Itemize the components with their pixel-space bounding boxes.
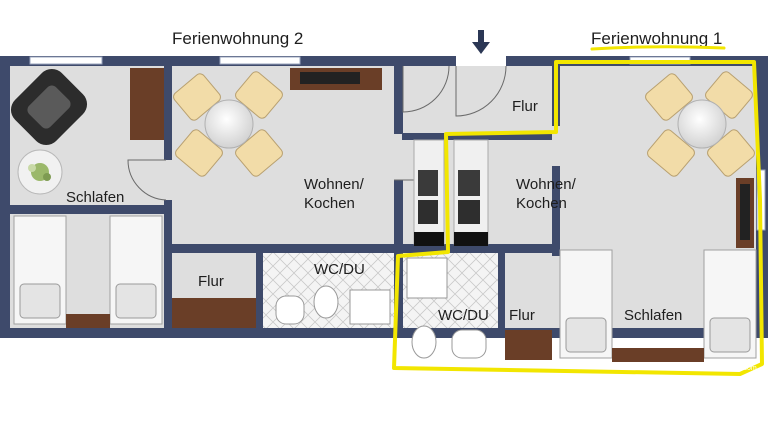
room-label-kochen-left: Kochen: [304, 195, 355, 212]
room-label-wcdu-right: WC/DU: [438, 307, 489, 324]
flur-right-floor: [505, 330, 552, 360]
room-label-flur-top: Flur: [512, 98, 538, 115]
nightstand-left: [66, 314, 110, 328]
room-label-flur-left: Flur: [198, 273, 224, 290]
title-ferienwohnung-1: Ferienwohnung 1: [591, 29, 722, 48]
bed-right-2: [703, 249, 757, 359]
room-label-wcdu-left: WC/DU: [314, 261, 365, 278]
bathroom-left-fixtures: [275, 285, 391, 325]
entrance-arrow-icon: [472, 30, 490, 54]
kitchen-right: [453, 139, 489, 246]
plant-icon: [17, 149, 63, 195]
room-label-kochen-right: Kochen: [516, 195, 567, 212]
bed-right-1: [559, 249, 613, 359]
title-ferienwohnung-2: Ferienwohnung 2: [172, 29, 303, 48]
title-underline: [590, 45, 726, 51]
bed-left-2: [109, 215, 163, 325]
armchair-icon: [10, 68, 88, 146]
flur-left-floor: [172, 298, 256, 328]
dining-table-right: [645, 71, 755, 177]
room-label-schlafen-left: Schlafen: [66, 189, 124, 206]
dining-table-left: [173, 71, 283, 177]
tv-left: [300, 72, 360, 84]
highlight-outline-apartment-1: [392, 60, 764, 376]
bathroom-right-fixtures: [406, 257, 487, 359]
kitchen-left: [413, 139, 445, 246]
room-label-schlafen-right: Schlafen: [624, 307, 682, 324]
nightstand-right: [612, 348, 704, 362]
room-label-flur-right: Flur: [509, 307, 535, 324]
room-label-wohnen-right: Wohnen/: [516, 176, 577, 193]
entrance-opening: [456, 56, 506, 66]
watermark: www.grundriss.com: [695, 365, 757, 372]
room-label-wohnen-left: Wohnen/: [304, 176, 365, 193]
tv-right: [740, 184, 750, 240]
wardrobe-left: [130, 68, 164, 140]
bed-left-1: [13, 215, 67, 325]
